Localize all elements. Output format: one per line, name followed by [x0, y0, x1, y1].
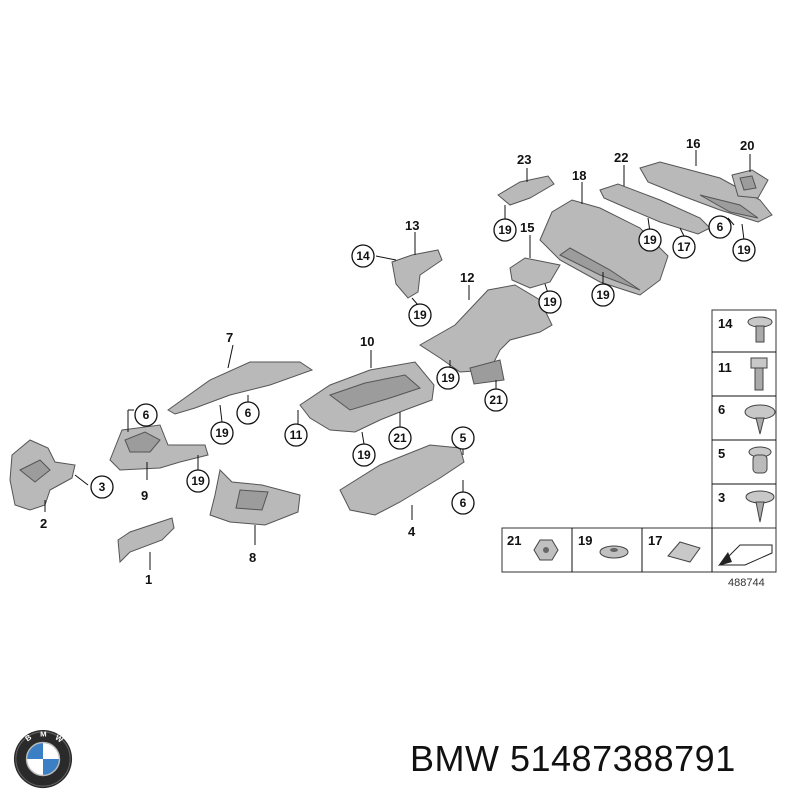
part-number-caption: BMW 51487388791 — [410, 738, 736, 779]
part-label-7: 7 — [226, 330, 233, 345]
part-label-16: 16 — [686, 136, 700, 151]
callout-19-d: 19 — [436, 366, 460, 390]
svg-text:17: 17 — [677, 240, 691, 254]
svg-text:6: 6 — [717, 220, 724, 234]
part-12-shape — [419, 284, 553, 385]
callout-19-f: 19 — [493, 218, 517, 242]
part-label-15: 15 — [520, 220, 534, 235]
legend-label-3: 3 — [718, 490, 725, 505]
washer-19-icon — [599, 545, 629, 559]
bmw-logo-icon: B M W — [13, 730, 73, 789]
callout-6-a: 6 — [134, 403, 158, 427]
callout-19-e: 19 — [408, 303, 432, 327]
callout-14: 14 — [351, 244, 375, 268]
svg-text:19: 19 — [596, 288, 610, 302]
fastener-5-icon — [748, 446, 772, 474]
part-label-12: 12 — [460, 270, 474, 285]
part-2-shape — [9, 439, 76, 511]
svg-text:19: 19 — [215, 426, 229, 440]
fastener-legend-side: 14 11 6 5 3 — [711, 309, 777, 529]
svg-text:19: 19 — [643, 233, 657, 247]
part-label-13: 13 — [405, 218, 419, 233]
part-label-22: 22 — [614, 150, 628, 165]
fastener-6-icon — [744, 404, 776, 435]
part-22-shape — [599, 183, 711, 235]
part-7-shape — [167, 361, 314, 415]
callout-19-c: 19 — [352, 443, 376, 467]
callout-19-a: 19 — [186, 469, 210, 493]
fastener-14-icon — [747, 316, 773, 343]
part-label-10: 10 — [360, 334, 374, 349]
part-8-shape — [209, 468, 301, 526]
legend-label-14: 14 — [718, 316, 733, 331]
legend-label-5: 5 — [718, 446, 725, 461]
callout-5: 5 — [451, 426, 475, 450]
svg-text:6: 6 — [143, 408, 150, 422]
svg-text:M: M — [40, 730, 46, 739]
fastener-11-icon — [750, 357, 768, 391]
part-16-shape — [639, 161, 773, 223]
part-23-shape — [497, 175, 555, 206]
nut-21-icon — [533, 539, 559, 561]
part-label-4: 4 — [408, 524, 416, 539]
callout-11: 11 — [284, 423, 308, 447]
fastener-legend-bottom: 21 19 17 — [501, 527, 777, 573]
part-label-18: 18 — [572, 168, 586, 183]
svg-text:14: 14 — [356, 249, 370, 263]
svg-text:19: 19 — [357, 448, 371, 462]
svg-text:19: 19 — [543, 295, 557, 309]
part-label-23: 23 — [517, 152, 531, 167]
part-label-2: 2 — [40, 516, 47, 531]
svg-text:19: 19 — [191, 474, 205, 488]
legend-label-11: 11 — [718, 360, 732, 375]
svg-text:21: 21 — [489, 393, 503, 407]
legend-label-21: 21 — [507, 533, 521, 548]
svg-text:3: 3 — [99, 480, 106, 494]
callout-17: 17 — [672, 235, 696, 259]
svg-text:6: 6 — [460, 496, 467, 510]
callout-6-c: 6 — [451, 491, 475, 515]
callout-19-b: 19 — [210, 421, 234, 445]
svg-text:11: 11 — [290, 428, 303, 442]
diagram-number: 488744 — [728, 577, 765, 589]
legend-label-19: 19 — [578, 533, 592, 548]
arrow-icon — [718, 544, 773, 566]
callout-21-b: 21 — [484, 388, 508, 412]
callout-6-b: 6 — [236, 401, 260, 425]
fastener-3-icon — [745, 490, 775, 523]
svg-text:19: 19 — [498, 223, 512, 237]
svg-text:5: 5 — [460, 431, 467, 445]
part-10-shape — [299, 361, 435, 433]
callout-19-i: 19 — [638, 228, 662, 252]
part-9-shape — [109, 424, 209, 471]
svg-text:6: 6 — [245, 406, 252, 420]
svg-text:19: 19 — [413, 308, 427, 322]
svg-text:19: 19 — [737, 243, 751, 257]
callout-6-d: 6 — [708, 215, 732, 239]
callout-21-a: 21 — [388, 426, 412, 450]
part-4-shape — [339, 444, 465, 516]
part-15-shape — [509, 257, 561, 289]
legend-label-17: 17 — [648, 533, 662, 548]
callout-19-h: 19 — [591, 283, 615, 307]
callout-19-j: 19 — [732, 238, 756, 262]
callout-19-g: 19 — [538, 290, 562, 314]
part-label-8: 8 — [249, 550, 256, 565]
svg-text:B: B — [23, 732, 33, 743]
svg-text:19: 19 — [441, 371, 455, 385]
part-label-1: 1 — [145, 572, 152, 587]
part-20-shape — [731, 169, 769, 199]
clip-17-icon — [667, 541, 701, 563]
part-13-shape — [391, 249, 443, 299]
part-label-9: 9 — [141, 488, 148, 503]
part-18-shape — [539, 199, 669, 296]
part-label-20: 20 — [740, 138, 754, 153]
part-1-shape — [117, 517, 175, 564]
callout-3: 3 — [90, 475, 114, 499]
svg-text:W: W — [53, 733, 65, 745]
legend-label-6: 6 — [718, 402, 725, 417]
svg-text:21: 21 — [393, 431, 407, 445]
